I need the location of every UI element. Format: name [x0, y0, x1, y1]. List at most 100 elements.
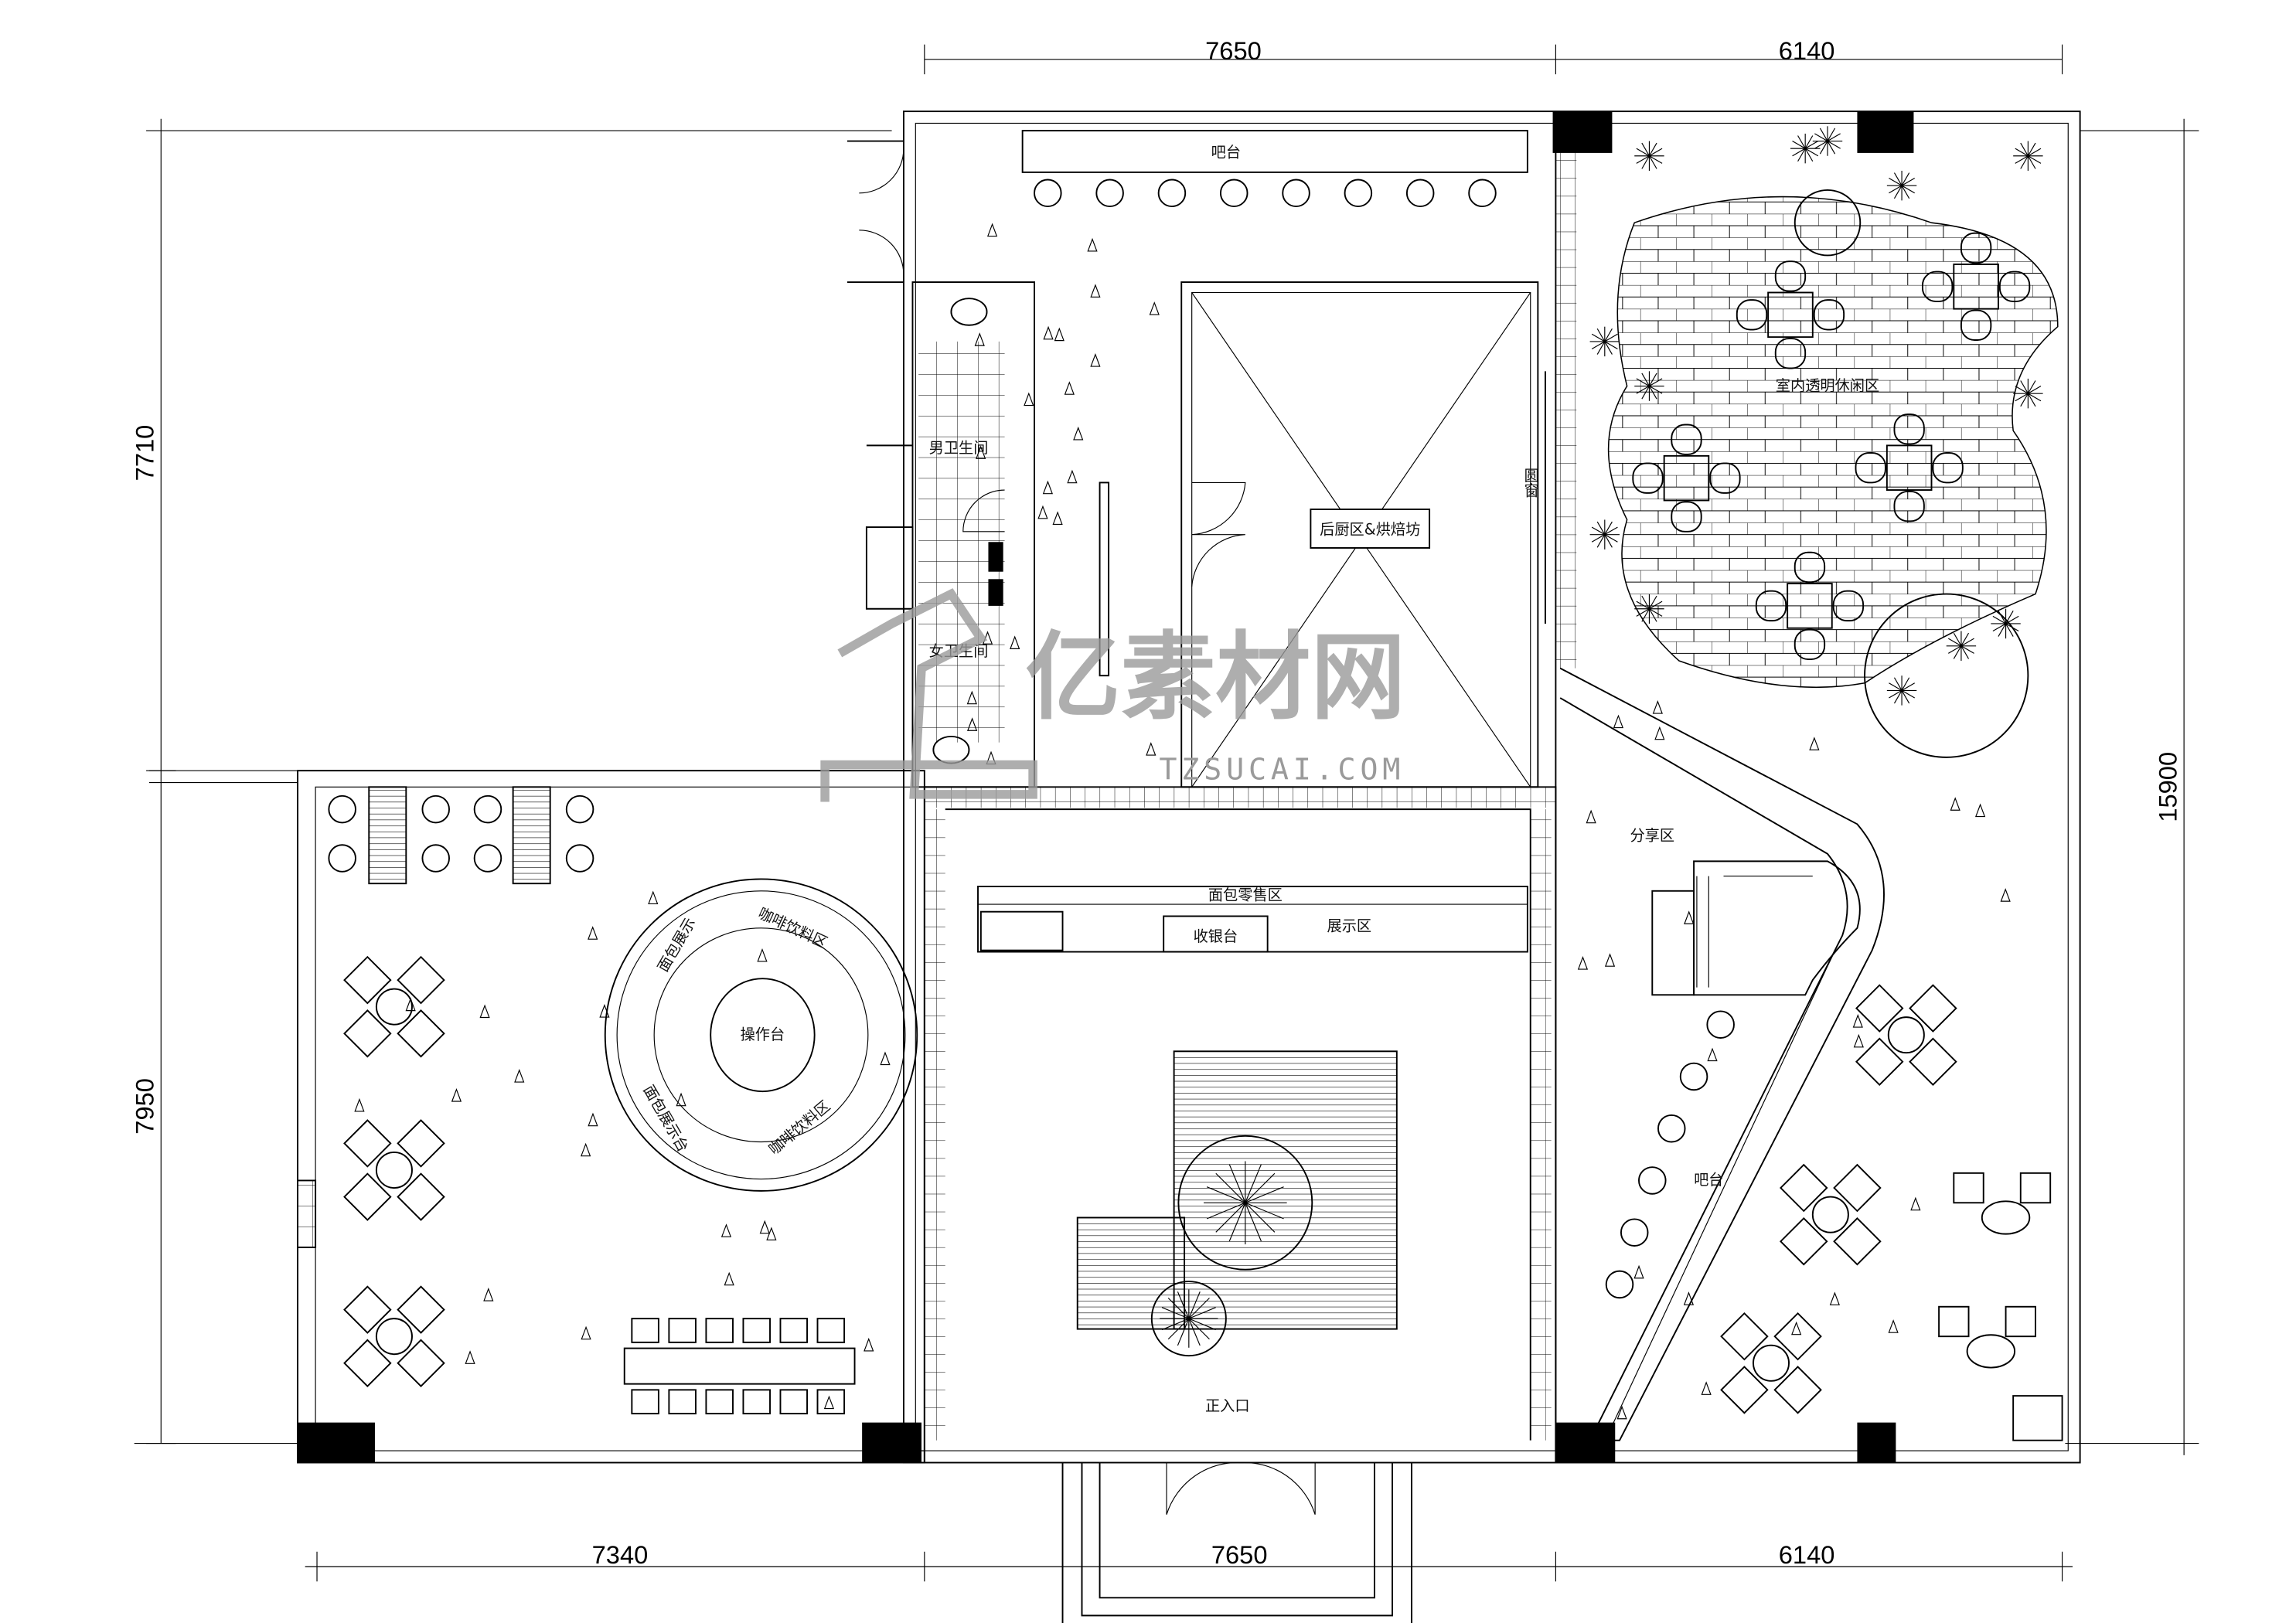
plant-icon: [1889, 682, 1903, 691]
seat: [421, 794, 450, 824]
floor-mark: [720, 1223, 732, 1237]
floor-mark: [864, 1337, 874, 1352]
plant-icon: [1814, 141, 1828, 149]
plant-icon: [1636, 386, 1650, 394]
chair: [1755, 590, 1787, 622]
plant-icon: [1596, 521, 1606, 535]
floor-mark: [479, 1004, 490, 1019]
chair: [631, 1318, 659, 1343]
plant-icon: [2015, 393, 2029, 402]
floor-mark: [1577, 956, 1589, 970]
floor-mark: [1853, 1033, 1864, 1048]
bar-stool: [1706, 1010, 1735, 1039]
chair: [1774, 260, 1807, 292]
plant-icon: [1641, 608, 1650, 622]
floor-mark: [1683, 1291, 1695, 1305]
seat: [565, 794, 594, 824]
plant-icon: [1901, 178, 1915, 186]
chair: [1932, 452, 1964, 484]
round-table: [375, 1318, 413, 1356]
plant-icon: [1604, 341, 1613, 355]
floor-mark: [1042, 480, 1054, 495]
floor-mark: [766, 1227, 777, 1240]
plant-icon: [1641, 155, 1650, 169]
chair: [343, 1009, 392, 1058]
chair: [397, 955, 445, 1005]
bar-stools: [1034, 179, 1497, 208]
chair: [1671, 501, 1702, 532]
bar-stool: [1657, 1114, 1686, 1143]
plant-icon: [1649, 148, 1663, 157]
plant-icon: [2015, 386, 2029, 394]
label-coffee-area-2: 咖啡饮料区: [765, 1097, 833, 1158]
booth-table: [368, 786, 407, 885]
floor-mark: [483, 1288, 494, 1301]
floor-mark: [1852, 1014, 1863, 1028]
round-table: [375, 988, 413, 1026]
bar-counter-curve: [1559, 667, 1885, 1441]
chair: [343, 1172, 392, 1221]
plant-icon: [1648, 155, 1657, 169]
chair: [1813, 299, 1845, 331]
dim-bottom-1: 7340: [592, 1540, 649, 1569]
floor-mark: [588, 1112, 598, 1127]
toilet-icon: [950, 298, 988, 326]
glass-wall-right: [1530, 809, 1552, 1441]
plant-icon: [1804, 148, 1819, 157]
plant-icon: [1604, 526, 1618, 536]
bar-stool: [1468, 179, 1497, 208]
floor-mark: [1146, 742, 1157, 756]
plant-icon: [2020, 380, 2029, 394]
planter-circle: [1794, 189, 1862, 257]
plant-icon: [1804, 148, 1814, 162]
plant-icon: [2015, 148, 2029, 157]
floor-mark: [1090, 284, 1101, 298]
bar-stool: [1344, 179, 1373, 208]
dim-bottom-3: 6140: [1779, 1540, 1835, 1569]
chair: [705, 1318, 734, 1343]
floor-mark: [1586, 809, 1596, 824]
plant-icon: [1649, 601, 1663, 610]
chair: [1938, 1305, 1970, 1338]
chair: [1773, 1366, 1822, 1414]
plant-icon: [2028, 155, 2042, 164]
plant-icon: [1960, 645, 1970, 659]
plant-icon: [1889, 178, 1903, 186]
plant-icon: [1827, 128, 1836, 141]
chair: [2019, 1172, 2052, 1204]
chair: [631, 1389, 659, 1415]
bar-stool: [1679, 1062, 1708, 1091]
floor-mark: [514, 1069, 525, 1083]
floor-mark: [451, 1087, 462, 1102]
label-mens-restroom: 男卫生间: [929, 439, 989, 457]
table: [1787, 583, 1833, 629]
chair: [1855, 1037, 1904, 1086]
plant-icon: [2005, 611, 2014, 624]
chair: [1720, 1312, 1769, 1361]
floor-mark: [1829, 1291, 1840, 1305]
chair: [1855, 984, 1904, 1033]
bar-stools-right: [1605, 1010, 1735, 1299]
chair: [1780, 1216, 1828, 1266]
chair: [1780, 1163, 1828, 1213]
floor-mark: [1037, 505, 1048, 519]
floor-mark: [823, 1395, 835, 1410]
plant-icon: [1636, 378, 1650, 387]
label-main-entrance: 正入口: [1205, 1397, 1250, 1414]
plant-icon: [1641, 386, 1650, 400]
chair: [816, 1389, 846, 1415]
floor-mark: [648, 890, 659, 905]
plant-icon: [2020, 393, 2029, 407]
bar-stool: [1282, 179, 1310, 208]
long-table: [623, 1347, 856, 1385]
floor-mark: [986, 223, 998, 237]
floor-mark: [354, 1097, 365, 1112]
floor-mark: [2000, 888, 2011, 902]
bar-counter-top: [1021, 130, 1528, 173]
watermark-brand: 亿素材网: [1025, 621, 1405, 732]
chair: [1774, 338, 1807, 369]
planter-circle: [1864, 593, 2029, 758]
plant-icon: [1604, 521, 1613, 535]
plant-icon: [1901, 689, 1915, 699]
